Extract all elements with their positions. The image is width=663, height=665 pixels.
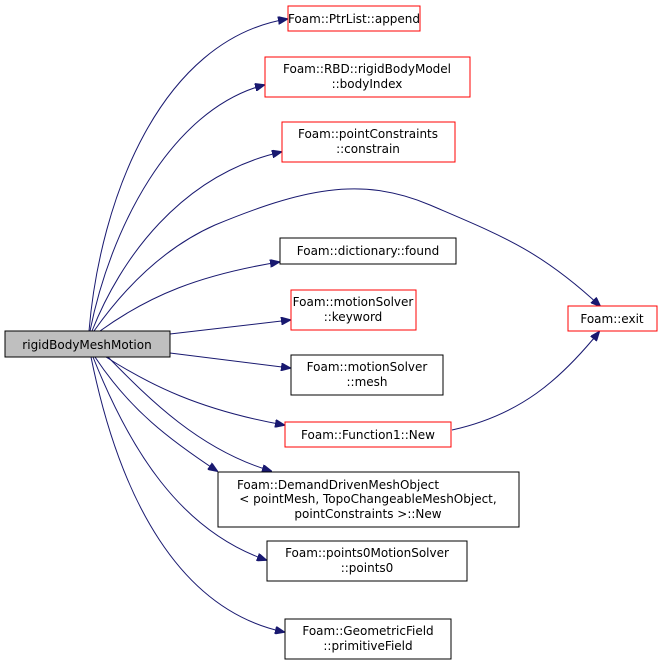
node-label: Foam::pointConstraints: [298, 127, 438, 141]
node-label: pointConstraints >::New: [294, 507, 441, 521]
node-label: Foam::motionSolver: [307, 360, 428, 374]
node-demanddrivenmeshobject-new[interactable]: Foam::DemandDrivenMeshObject < pointMesh…: [217, 471, 520, 528]
node-motionsolver-mesh[interactable]: Foam::motionSolver ::mesh: [290, 354, 444, 396]
svg-text:::bodyIndex: ::bodyIndex: [332, 77, 403, 91]
node-label: rigidBodyMeshMotion: [22, 338, 151, 352]
node-ptrlist-append[interactable]: Foam::PtrList::append: [287, 5, 421, 32]
svg-text:Foam::dictionary::found: Foam::dictionary::found: [297, 244, 439, 258]
svg-text:Foam::PtrList::append: Foam::PtrList::append: [288, 12, 420, 26]
node-label: Foam::DemandDrivenMeshObject: [237, 478, 439, 492]
node-rigidbodymodel-bodyindex[interactable]: Foam::RBD::rigidBodyModel ::bodyIndex: [264, 56, 471, 98]
edge-to-function1new: [105, 356, 284, 425]
svg-text:::constrain: ::constrain: [336, 142, 400, 156]
svg-text:::points0: ::points0: [341, 561, 394, 575]
svg-text:Foam::exit: Foam::exit: [580, 312, 644, 326]
edge-to-ddmonew-1: [107, 356, 271, 471]
node-label: Foam::points0MotionSolver: [285, 546, 449, 560]
node-function1-new[interactable]: Foam::Function1::New: [284, 421, 452, 448]
node-root[interactable]: rigidBodyMeshMotion: [4, 330, 171, 358]
node-label: ::bodyIndex: [332, 77, 403, 91]
edge-to-exit-from-root: [93, 188, 600, 332]
svg-text:Foam::DemandDrivenMeshObject: Foam::DemandDrivenMeshObject: [237, 478, 439, 492]
edge-to-keyword: [169, 320, 290, 335]
svg-text:pointConstraints >::New: pointConstraints >::New: [294, 507, 441, 521]
node-pointconstraints-constrain[interactable]: Foam::pointConstraints ::constrain: [281, 121, 456, 163]
edge-to-ddmonew-2: [94, 356, 217, 471]
node-label: ::mesh: [346, 375, 387, 389]
edge-function1new-to-exit: [451, 332, 599, 431]
node-label: Foam::GeometricField: [302, 624, 433, 638]
edge-to-points0: [92, 356, 266, 560]
edge-to-append: [88, 19, 287, 332]
edge-to-found: [99, 262, 279, 332]
node-points0motionsolver-points0[interactable]: Foam::points0MotionSolver ::points0: [266, 540, 468, 582]
svg-text:Foam::GeometricField: Foam::GeometricField: [302, 624, 433, 638]
svg-text:Foam::points0MotionSolver: Foam::points0MotionSolver: [285, 546, 449, 560]
node-label: Foam::motionSolver: [293, 295, 414, 309]
svg-text:Foam::motionSolver: Foam::motionSolver: [307, 360, 428, 374]
node-label: Foam::dictionary::found: [297, 244, 439, 258]
svg-text:::mesh: ::mesh: [346, 375, 387, 389]
node-label: Foam::Function1::New: [301, 428, 435, 442]
node-label: ::primitiveField: [323, 639, 412, 653]
svg-text:Foam::RBD::rigidBodyModel: Foam::RBD::rigidBodyModel: [283, 62, 451, 76]
node-label: < pointMesh, TopoChangeableMeshObject,: [239, 492, 496, 506]
svg-text:::primitiveField: ::primitiveField: [323, 639, 412, 653]
edge-to-constrain: [91, 152, 281, 332]
node-geometricfield-primitivefield[interactable]: Foam::GeometricField ::primitiveField: [284, 618, 452, 660]
svg-text:< pointMesh, TopoChangeableMes: < pointMesh, TopoChangeableMeshObject,: [239, 492, 496, 506]
svg-text:Foam::motionSolver: Foam::motionSolver: [293, 295, 414, 309]
node-label: ::points0: [341, 561, 394, 575]
node-label: Foam::RBD::rigidBodyModel: [283, 62, 451, 76]
svg-text:rigidBodyMeshMotion: rigidBodyMeshMotion: [22, 338, 151, 352]
svg-text:Foam::pointConstraints: Foam::pointConstraints: [298, 127, 438, 141]
node-motionsolver-keyword[interactable]: Foam::motionSolver ::keyword: [290, 289, 417, 331]
svg-text:::keyword: ::keyword: [324, 310, 383, 324]
node-label: Foam::exit: [580, 312, 644, 326]
node-foam-exit[interactable]: Foam::exit: [567, 305, 658, 332]
node-label: ::keyword: [324, 310, 383, 324]
edge-to-mesh: [169, 352, 290, 368]
node-label: Foam::PtrList::append: [288, 12, 420, 26]
edge-to-primitivefield: [90, 356, 284, 632]
edges: [88, 19, 600, 632]
edge-to-bodyindex: [89, 85, 264, 332]
svg-text:Foam::Function1::New: Foam::Function1::New: [301, 428, 435, 442]
node-dictionary-found[interactable]: Foam::dictionary::found: [279, 237, 457, 265]
node-label: ::constrain: [336, 142, 400, 156]
